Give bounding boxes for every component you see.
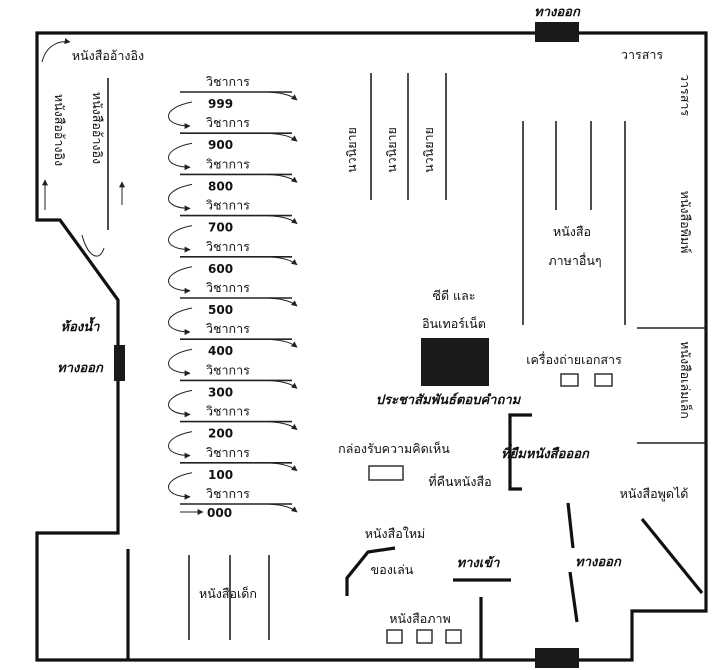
academic-number-500: 500 <box>208 303 233 317</box>
picture-books-table-3[interactable] <box>445 629 462 644</box>
academic-arrow-turn-2 <box>168 183 193 212</box>
academic-arrow-right-4 <box>267 256 298 266</box>
bottom-exit-door[interactable] <box>535 648 579 668</box>
fiction-section: นวนิยาย นวนิยาย นวนิยาย <box>344 73 447 200</box>
academic-label-8: วิชาการ <box>206 404 250 419</box>
academic-number-300: 300 <box>208 385 233 399</box>
academic-arrow-turn-9 <box>168 472 193 500</box>
exit-label-right: ทางออก <box>575 555 622 570</box>
borrow-desk <box>508 413 532 491</box>
academic-label-0: วิชาการ <box>206 74 250 89</box>
academic-arrow-right-6 <box>267 338 298 348</box>
academic-arrow-turn-7 <box>168 389 193 418</box>
exit-label-top: ทางออก <box>534 5 581 20</box>
academic-number-700: 700 <box>208 221 233 235</box>
academic-arrow-right-8 <box>267 421 298 430</box>
entrance-label: ทางเข้า <box>457 555 501 571</box>
cd-internet-label-2: อินเทอร์เน็ต <box>422 316 486 331</box>
picture-books-label: หนังสือภาพ <box>389 611 451 626</box>
academic-label-9: วิชาการ <box>206 445 250 460</box>
periodicals-section: วารสาร วารสาร หนังสือพิมพ์ หนังสือเล่มเล… <box>621 47 706 444</box>
academic-number-800: 800 <box>208 179 233 193</box>
academic-section: วิชาการ 999 วิชาการ 900 วิชาการ 800 วิชาการ 700… <box>168 74 298 513</box>
fiction-label-3: นวนิยาย <box>421 127 436 173</box>
return-point-label: ที่คืนหนังสือ <box>428 473 491 489</box>
academic-label-5: วิชาการ <box>206 280 250 295</box>
academic-label-4: วิชาการ <box>206 239 250 254</box>
academic-label-3: วิชาการ <box>206 198 250 213</box>
photocopier-1[interactable] <box>560 373 579 387</box>
academic-arrow-turn-1 <box>168 142 193 171</box>
academic-number-400: 400 <box>208 344 233 358</box>
academic-arrow-turn-3 <box>168 225 193 253</box>
academic-arrow-right-last <box>267 503 298 513</box>
reference-section: หนังสืออ้างอิง หนังสืออ้างอิง หนังสืออ้า… <box>41 38 144 257</box>
academic-label-last: วิชาการ <box>206 486 250 501</box>
pr-desk-label: ประชาสัมพันธ์ตอบคำถาม <box>376 392 522 408</box>
exit-label-left: ทางออก <box>57 361 104 376</box>
newspapers-label: หนังสือพิมพ์ <box>678 191 693 254</box>
academic-arrow-turn-5 <box>168 307 193 335</box>
children-books-section: หนังสือเด็ก <box>126 549 270 660</box>
academic-arrow-right-9 <box>267 462 298 472</box>
borrow-desk-label: ที่ยืมหนังสือออก <box>501 444 590 462</box>
academic-number-100: 100 <box>208 468 233 482</box>
cd-internet-label-1: ซีดี และ <box>432 288 475 303</box>
foreign-books-label-2: ภาษาอื่นๆ <box>548 252 601 268</box>
academic-arrow-turn-0 <box>168 101 193 129</box>
academic-number-200: 200 <box>208 427 233 441</box>
academic-arrow-turn-4 <box>168 266 193 294</box>
academic-label-7: วิชาการ <box>206 362 250 377</box>
academic-arrow-right-2 <box>267 173 298 183</box>
reference-books-label-top: หนังสืออ้างอิง <box>72 48 144 63</box>
photocopier-label: เครื่องถ่ายเอกสาร <box>526 351 622 367</box>
academic-number-600: 600 <box>208 262 233 276</box>
picture-books-table-1[interactable] <box>386 629 403 644</box>
photocopier-2[interactable] <box>594 373 613 387</box>
fiction-label-2: นวนิยาย <box>384 127 399 173</box>
reference-books-label-vertical-2: หนังสืออ้างอิง <box>90 92 105 164</box>
top-exit-door[interactable] <box>535 22 579 42</box>
periodicals-label: วารสาร <box>621 47 663 62</box>
academic-arrow-right-1 <box>267 132 298 142</box>
reference-books-label-vertical-1: หนังสืออ้างอิง <box>52 94 67 166</box>
fiction-label-1: นวนิยาย <box>344 127 359 173</box>
academic-arrow-right-5 <box>267 297 298 307</box>
suggestion-box-label: กล่องรับความคิดเห็น <box>338 441 450 456</box>
children-books-label: หนังสือเด็ก <box>199 586 257 601</box>
pocket-books-label: หนังสือเล่มเล็ก <box>678 341 693 419</box>
restroom-label: ห้องน้ำ <box>61 316 101 335</box>
academic-arrow-turn-8 <box>168 431 193 459</box>
academic-arrow-turn-6 <box>168 348 193 377</box>
suggestion-box[interactable] <box>368 465 404 481</box>
new-books-label: หนังสือใหม่ <box>365 526 426 541</box>
periodicals-label-vertical: วารสาร <box>678 74 693 116</box>
academic-label-6: วิชาการ <box>206 321 250 336</box>
academic-number-999: 999 <box>208 97 233 111</box>
academic-label-1: วิชาการ <box>206 115 250 130</box>
academic-arrow-right-3 <box>267 215 298 224</box>
academic-number-900: 900 <box>208 138 233 152</box>
left-exit-door[interactable] <box>114 345 125 381</box>
academic-label-2: วิชาการ <box>206 156 250 171</box>
talking-books-label: หนังสือพูดได้ <box>620 486 689 502</box>
outer-walls <box>35 31 708 662</box>
academic-arrow-right-7 <box>267 379 298 389</box>
foreign-books-section: หนังสือ ภาษาอื่นๆ <box>522 121 626 325</box>
cd-internet-station[interactable] <box>421 338 489 386</box>
foreign-books-label-1: หนังสือ <box>553 224 591 239</box>
toys-label: ของเล่น <box>371 562 414 577</box>
academic-arrow-right-0 <box>267 91 298 101</box>
picture-books-table-2[interactable] <box>416 629 433 644</box>
academic-number-000-bottom: 000 <box>207 506 232 520</box>
